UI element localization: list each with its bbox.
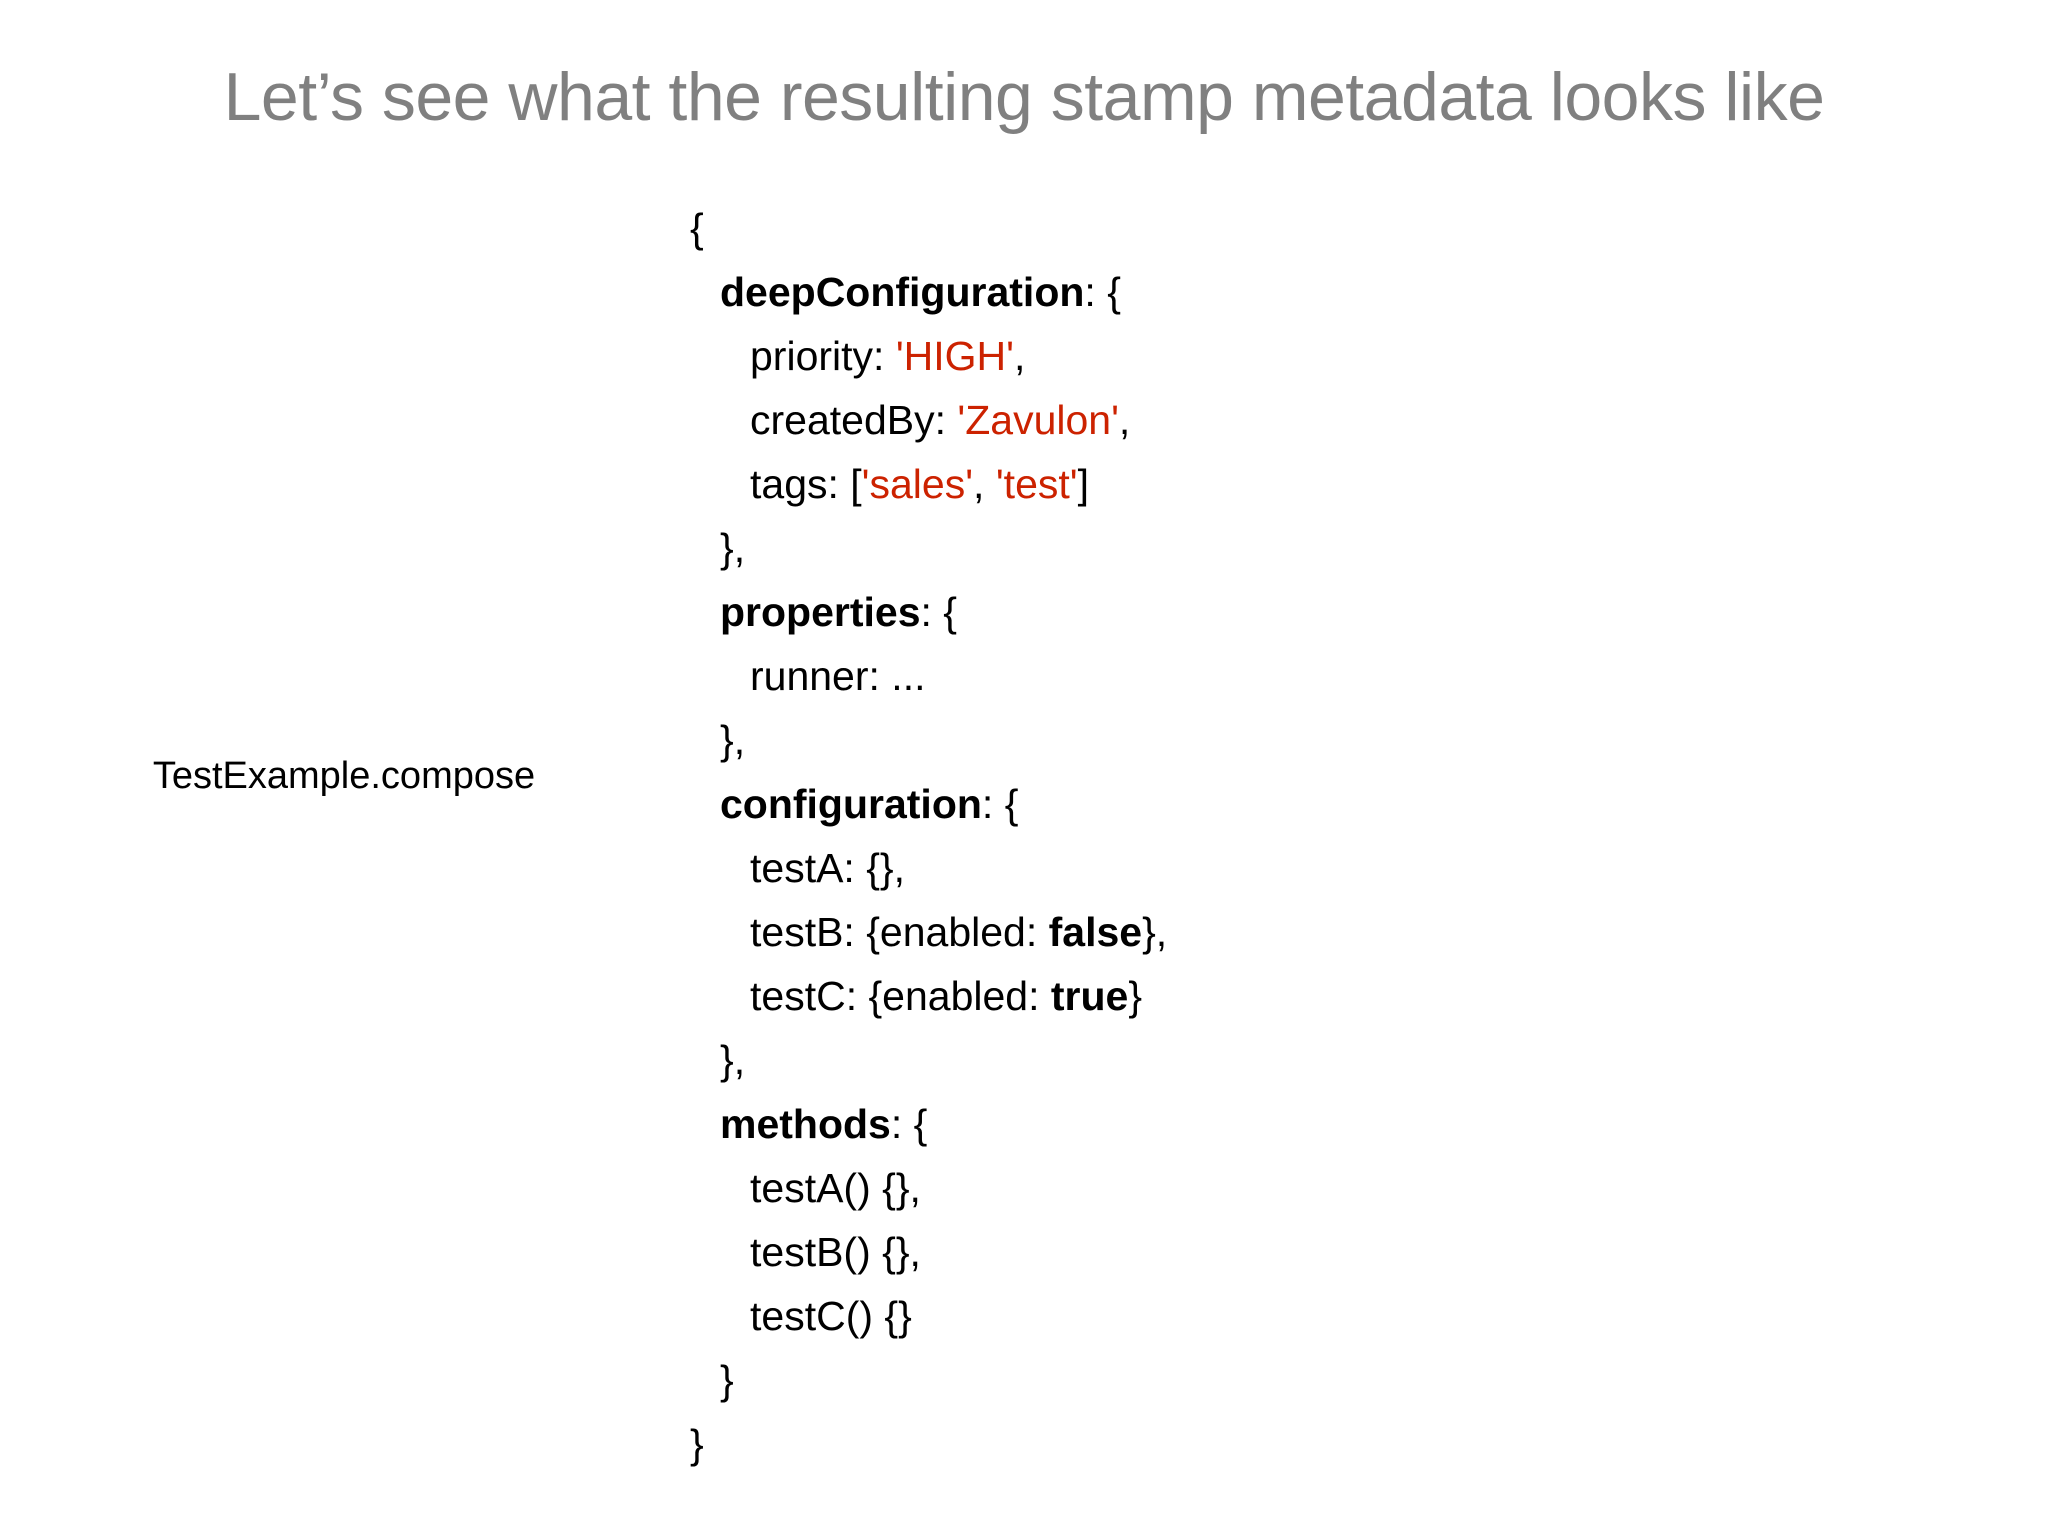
code-token-plain: ,: [1118, 397, 1131, 443]
code-token-plain: testA() {},: [750, 1165, 921, 1211]
code-line: tags: ['sales', 'test']: [690, 452, 1167, 516]
code-token-plain: : {: [890, 1101, 928, 1147]
code-token-plain: priority:: [750, 333, 896, 379]
code-token-plain: runner: ...: [750, 653, 926, 699]
code-token-str: 'test': [995, 461, 1078, 507]
code-token-plain: },: [1142, 909, 1168, 955]
code-line: testC: {enabled: true}: [690, 964, 1167, 1028]
code-token-bool: false: [1048, 909, 1143, 955]
code-line: testA: {},: [690, 836, 1167, 900]
code-line: }: [690, 1348, 1167, 1412]
code-token-plain: ,: [973, 461, 996, 507]
code-line: createdBy: 'Zavulon',: [690, 388, 1167, 452]
code-line: priority: 'HIGH',: [690, 324, 1167, 388]
code-token-plain: }: [720, 1357, 734, 1403]
code-token-key: methods: [720, 1101, 891, 1147]
code-line: },: [690, 1028, 1167, 1092]
code-token-str: 'sales': [861, 461, 974, 507]
code-line: },: [690, 516, 1167, 580]
code-line: {: [690, 196, 1167, 260]
source-file-label: TestExample.compose: [152, 755, 536, 797]
code-token-plain: testC() {}: [750, 1293, 912, 1339]
code-token-plain: createdBy:: [750, 397, 958, 443]
code-line: properties: {: [690, 580, 1167, 644]
code-line: testC() {}: [690, 1284, 1167, 1348]
code-line: testB: {enabled: false},: [690, 900, 1167, 964]
code-token-plain: : {: [981, 781, 1019, 827]
code-line: testA() {},: [690, 1156, 1167, 1220]
metadata-code-block: {deepConfiguration: {priority: 'HIGH',cr…: [690, 196, 1167, 1476]
code-token-plain: testB: {enabled:: [750, 909, 1049, 955]
code-token-plain: }: [690, 1421, 704, 1467]
code-token-key: deepConfiguration: [720, 269, 1085, 315]
code-line: },: [690, 708, 1167, 772]
code-token-plain: testA: {},: [750, 845, 905, 891]
code-line: runner: ...: [690, 644, 1167, 708]
code-token-plain: : {: [1084, 269, 1121, 315]
code-token-plain: }: [1128, 973, 1143, 1019]
code-token-key: configuration: [720, 781, 982, 827]
code-line: configuration: {: [690, 772, 1167, 836]
code-line: deepConfiguration: {: [690, 260, 1167, 324]
code-token-plain: testC: {enabled:: [750, 973, 1051, 1019]
code-token-bool: true: [1050, 973, 1129, 1019]
code-line: }: [690, 1412, 1167, 1476]
code-token-plain: testB() {},: [750, 1229, 921, 1275]
code-token-str: 'Zavulon': [957, 397, 1119, 443]
code-token-plain: },: [720, 525, 746, 571]
code-token-plain: ,: [1013, 333, 1026, 379]
page-title: Let’s see what the resulting stamp metad…: [223, 59, 1825, 135]
code-line: testB() {},: [690, 1220, 1167, 1284]
code-line: methods: {: [690, 1092, 1167, 1156]
code-token-plain: : {: [920, 589, 957, 635]
code-token-key: properties: [720, 589, 921, 635]
code-token-plain: },: [720, 1037, 746, 1083]
code-token-plain: },: [720, 717, 746, 763]
code-token-plain: ]: [1077, 461, 1089, 507]
code-token-str: 'HIGH': [895, 333, 1014, 379]
code-token-plain: tags: [: [750, 461, 862, 507]
code-token-plain: {: [690, 205, 704, 251]
